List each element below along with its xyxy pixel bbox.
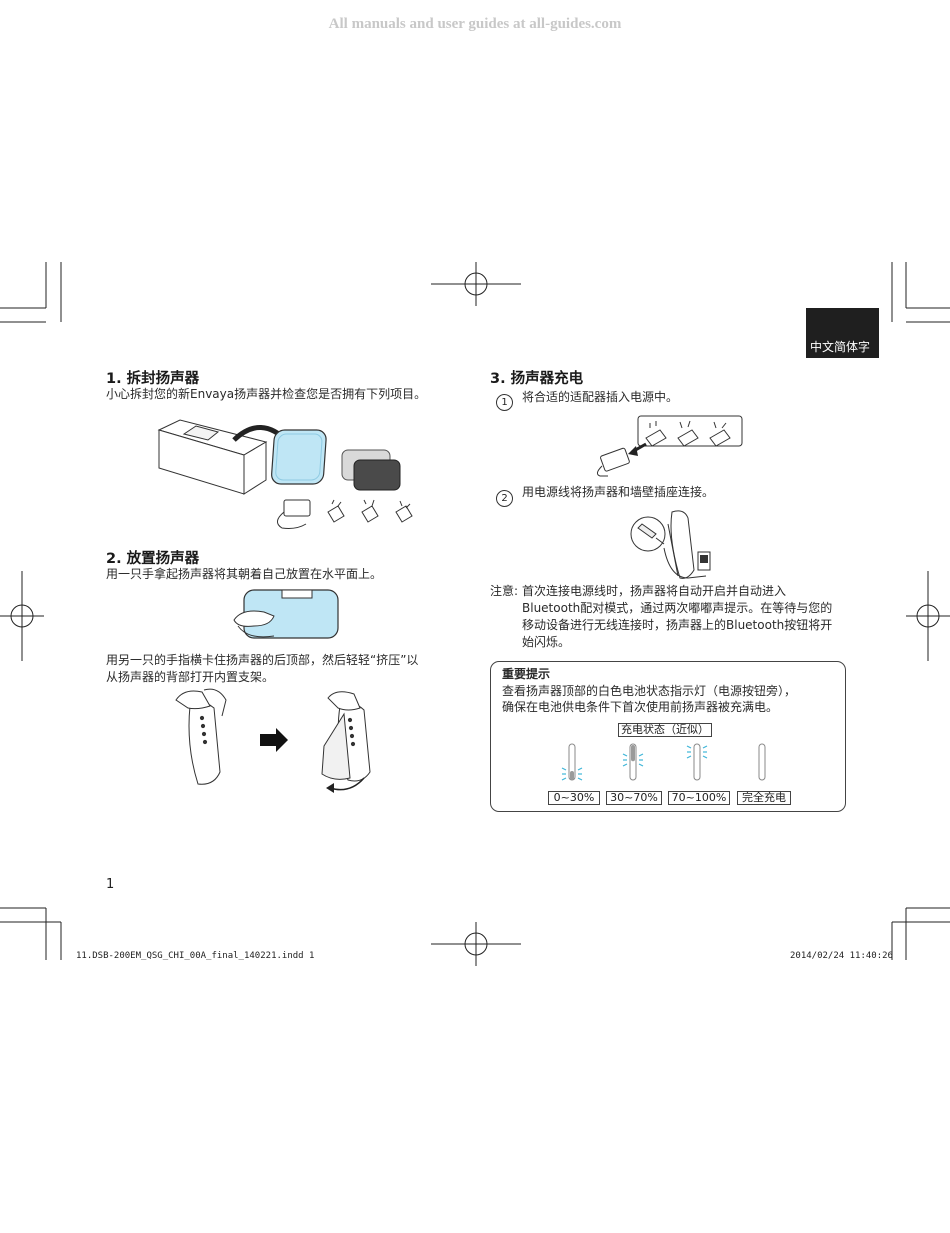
note-line2: Bluetooth配对模式，通过两次嘟嘟声提示。在等待与您的 (522, 601, 833, 615)
tip-line2: 确保在电池供电条件下首次使用前扬声器被充满电。 (502, 700, 779, 714)
watermark: All manuals and user guides at all-guide… (328, 16, 622, 32)
step1-number: 1 (496, 390, 513, 411)
note-line3: 移动设备进行无线连接时，扬声器上的Bluetooth按钮将开 (522, 618, 833, 632)
section2-text2-line2: 从扬声器的背部打开内置支架。 (106, 670, 275, 684)
opening-stand-illustration (175, 688, 371, 793)
step1-text: 将合适的适配器插入电源中。 (522, 390, 679, 404)
battery-indicator-3 (686, 743, 708, 781)
tip-line1: 查看扬声器顶部的白色电池状态指示灯（电源按钮旁）， (502, 684, 797, 698)
section1-text: 小心拆封您的新Envaya扬声器并检查您是否拥有下列项目。 (106, 387, 427, 401)
charge-status-title: 充电状态（近似） (618, 723, 712, 737)
step2-number: 2 (496, 486, 513, 507)
note-label: 注意: (490, 584, 519, 598)
adapter-illustration (596, 415, 743, 477)
page-number: 1 (106, 877, 115, 892)
level-label-4: 完全充电 (737, 791, 791, 805)
step2-number-badge: 2 (496, 490, 513, 507)
section2-text2-line1: 用另一只的手指横卡住扬声器的后顶部，然后轻轻“挤压”以 (106, 653, 419, 667)
placing-speaker-illustration (233, 589, 339, 639)
battery-status-indicators (561, 743, 766, 781)
level-label-3: 70~100% (668, 791, 730, 805)
footer-timestamp: 2014/02/24 11:40:26 (790, 951, 893, 961)
note-line1: 首次连接电源线时，扬声器将自动开启并自动进入 (522, 584, 787, 598)
section3-title: 3. 扬声器充电 (490, 371, 584, 387)
level-label-2: 30~70% (606, 791, 662, 805)
important-tip-box (490, 661, 846, 812)
battery-indicator-2 (622, 743, 644, 781)
footer-filename: 11.DSB-200EM_QSG_CHI_00A_final_140221.in… (76, 951, 315, 961)
note-line4: 始闪烁。 (522, 635, 571, 649)
language-tab-label: 中文简体字 (810, 340, 871, 354)
section2-text1: 用一只手拿起扬声器将其朝着自己放置在水平面上。 (106, 567, 383, 581)
step1-number-badge: 1 (496, 394, 513, 411)
battery-indicator-1 (561, 743, 583, 781)
unboxing-illustration (157, 419, 413, 529)
step2-text: 用电源线将扬声器和墙壁插座连接。 (522, 485, 715, 499)
charging-connection-illustration (630, 510, 711, 579)
level-label-1: 0~30% (548, 791, 600, 805)
tip-title: 重要提示 (502, 667, 551, 681)
section1-title: 1. 拆封扬声器 (106, 371, 200, 387)
section2-title: 2. 放置扬声器 (106, 551, 200, 567)
language-tab: 中文简体字 (806, 308, 879, 358)
battery-indicator-4 (758, 743, 766, 781)
